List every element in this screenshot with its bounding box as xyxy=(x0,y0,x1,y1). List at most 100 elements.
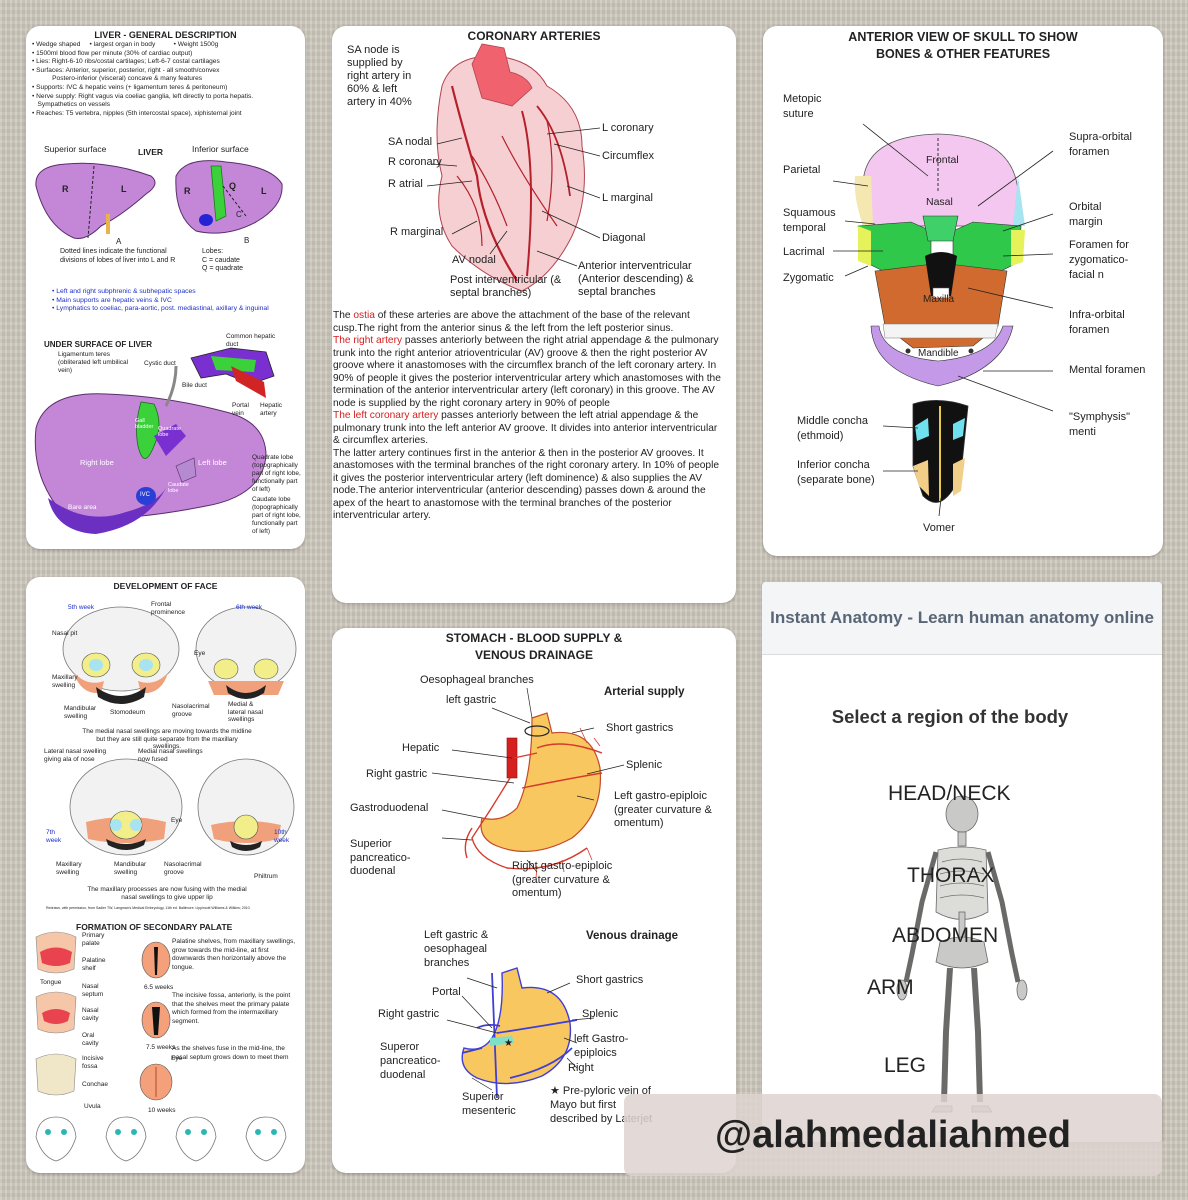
inferior-surface-label: Inferior surface xyxy=(192,144,249,154)
liver-bullet: • 1500ml blood flow per minute (30% of c… xyxy=(32,49,193,57)
liver-bullet: • Lies: Right-6-10 ribs/costal cartilage… xyxy=(32,58,220,66)
gall-bladder-label: Gall bladder xyxy=(135,418,154,430)
r-marginal-label: R marginal xyxy=(390,226,444,238)
caudate-lobe-inner: Caudate lobe xyxy=(168,482,189,494)
circumflex-label: Circumflex xyxy=(602,150,654,162)
region-thorax-button[interactable]: THORAX xyxy=(907,864,995,887)
bare-area-label: Bare area xyxy=(68,504,97,511)
skull-diagram xyxy=(832,123,1054,517)
uvula-label: Uvula xyxy=(84,1103,101,1110)
liver-title: LIVER - GENERAL DESCRIPTION xyxy=(94,30,237,40)
fig-a-label: A xyxy=(116,237,122,246)
face-title: DEVELOPMENT OF FACE xyxy=(113,581,218,591)
common-hepatic-duct-label: Common hepatic duct xyxy=(226,333,276,348)
post-interventricular-label: Post interventricular (& septal branches… xyxy=(450,274,562,299)
lobe-l-label: L xyxy=(121,184,127,194)
inferior-concha-label: Inferior concha (separate bone) xyxy=(797,459,875,486)
sa-node-note: SA node is supplied by right artery in 6… xyxy=(347,44,412,108)
maxilla-label: Maxilla xyxy=(923,294,955,305)
blue-bullet: • Main supports are hepatic veins & IVC xyxy=(52,296,172,304)
tongue-label: Tongue xyxy=(40,979,62,986)
liver-bullet: • Wedge shaped • largest organ in body •… xyxy=(32,41,219,48)
av-nodal-label: AV nodal xyxy=(452,254,496,266)
coronary-card: CORONARY ARTERIES SA node is supplied by… xyxy=(332,26,736,603)
left-lobe-label: Left lobe xyxy=(198,458,227,467)
medial-fused-label: Medial nasal swellings now fused xyxy=(138,748,203,763)
week10-label: 10th week xyxy=(274,829,290,844)
region-arm-button[interactable]: ARM xyxy=(867,976,914,999)
sup-mesenteric-label: Superior mesenteric xyxy=(462,1091,516,1117)
nasal-cavity-label: Nasal cavity xyxy=(82,1007,99,1022)
coronary-para-4: The latter artery continues first in the… xyxy=(333,447,720,522)
app-header-title: Instant Anatomy - Learn human anatomy on… xyxy=(770,608,1154,627)
face-note-2: The maxillary processes are now fusing w… xyxy=(87,886,247,901)
oral-cavity-label: Oral cavity xyxy=(82,1032,99,1047)
oesophageal-branches-label: Oesophageal branches xyxy=(420,674,534,686)
w10b-label: 10 weeks xyxy=(148,1107,176,1114)
eye3-label: Eye xyxy=(171,1055,183,1062)
lobe-c-label: C xyxy=(236,210,242,219)
face-credit: Redrawn, with permission, from Sadler TW… xyxy=(46,906,251,910)
lateral-nasal-label: Lateral nasal swelling giving ala of nos… xyxy=(44,748,107,763)
coronary-title: CORONARY ARTERIES xyxy=(467,29,601,43)
liver-bullet: • Nerve supply: Right vagus via coeliac … xyxy=(32,92,254,100)
v-right-gastric-label: Right gastric xyxy=(378,1008,440,1020)
w65-label: 6.5 weeks xyxy=(144,984,174,991)
liver-blue-bullets: • Left and right subphrenic & subhepatic… xyxy=(52,288,292,314)
vomer-label: Vomer xyxy=(923,522,955,534)
palate-text-1: Palatine shelves, from maxillary swellin… xyxy=(172,938,296,971)
liver-bullets: • Wedge shaped • largest organ in body •… xyxy=(26,40,305,118)
maxillary-swelling-label: Maxillary swelling xyxy=(52,674,78,689)
palate-text-3: As the shelves fuse in the mid-line, the… xyxy=(172,1045,289,1061)
svg-text:★: ★ xyxy=(504,1038,513,1049)
portal-vein-label: Portal vein xyxy=(232,402,249,417)
blue-bullet: • Left and right subphrenic & subhepatic… xyxy=(52,288,196,295)
diagonal-label: Diagonal xyxy=(602,232,646,244)
nasolacrimal-groove-label: Nasolacrimal groove xyxy=(172,703,210,718)
l-coronary-label: L coronary xyxy=(602,122,654,134)
watermark-text: @alahmedaliahmed xyxy=(715,1113,1071,1156)
eye-label: Eye xyxy=(194,650,206,657)
nasal-pit-label: Nasal pit xyxy=(52,630,78,637)
region-abdomen-button[interactable]: ABDOMEN xyxy=(892,924,999,947)
app-prompt: Select a region of the body xyxy=(831,706,1069,727)
left-ge-veins-label: left Gastro-epiploics xyxy=(574,1033,629,1059)
skeleton-image xyxy=(896,795,1028,1113)
frontal-prominence-label: Frontal prominence xyxy=(151,601,185,616)
right-label: Right xyxy=(568,1062,594,1074)
under-surface-title: UNDER SURFACE OF LIVER xyxy=(44,340,153,349)
frontal-label: Frontal xyxy=(926,154,959,166)
ivc-label: IVC xyxy=(140,492,151,498)
caudate-lobe-note: Caudate lobe (topographically part of ri… xyxy=(252,496,301,535)
incisive-fossa-label: Incisive fossa xyxy=(82,1055,104,1070)
palatine-shelf-label: Palatine shelf xyxy=(82,957,106,972)
region-leg-button[interactable]: LEG xyxy=(884,1054,927,1077)
hepatic-artery-label: Hepatic artery xyxy=(260,402,283,417)
coronary-para-3: The left coronary artery passes anterior… xyxy=(333,410,718,446)
venous-drainage-label: Venous drainage xyxy=(586,930,679,942)
fig-b-label: B xyxy=(244,236,250,245)
palate-text-2: The incisive fossa, anteriorly, is the p… xyxy=(172,992,291,1025)
eye2-label: Eye xyxy=(171,817,183,824)
face-note-1: The medial nasal swellings are moving to… xyxy=(82,728,252,750)
mandibular-swelling-label: Mandibular swelling xyxy=(64,705,97,720)
watermark-banner: @alahmedaliahmed xyxy=(624,1094,1162,1176)
zygomatico-facial-label: Foramen for zygomatico-facial n xyxy=(1069,239,1129,281)
face-card: DEVELOPMENT OF FACE xyxy=(26,577,305,1173)
mental-foramen-label: Mental foramen xyxy=(1069,364,1146,376)
l-marginal-label: L marginal xyxy=(602,192,653,204)
quadrate-lobe-inner: Quadrate lobe xyxy=(158,426,181,438)
stomach-card: STOMACH - BLOOD SUPPLY & VENOUS DRAINAGE xyxy=(332,628,736,1173)
liver-diagrams xyxy=(34,160,283,534)
lacrimal-label: Lacrimal xyxy=(783,246,825,258)
region-head-neck-button[interactable]: HEAD/NECK xyxy=(888,782,1011,805)
superior-surface-label: Superior surface xyxy=(44,144,107,154)
nasal-label: Nasal xyxy=(926,196,953,208)
week6-label: 6th week xyxy=(236,604,263,611)
dotted-lines-note: Dotted lines indicate the functional div… xyxy=(60,248,176,264)
sup-pancreaticoduodenal-label: Superior pancreatico-duodenal xyxy=(350,838,411,877)
week7-label: 7th week xyxy=(46,829,62,844)
orbital-margin-label: Orbital margin xyxy=(1069,201,1103,228)
parietal-label: Parietal xyxy=(783,164,821,176)
maxillary2-label: Maxillary swelling xyxy=(56,861,82,876)
